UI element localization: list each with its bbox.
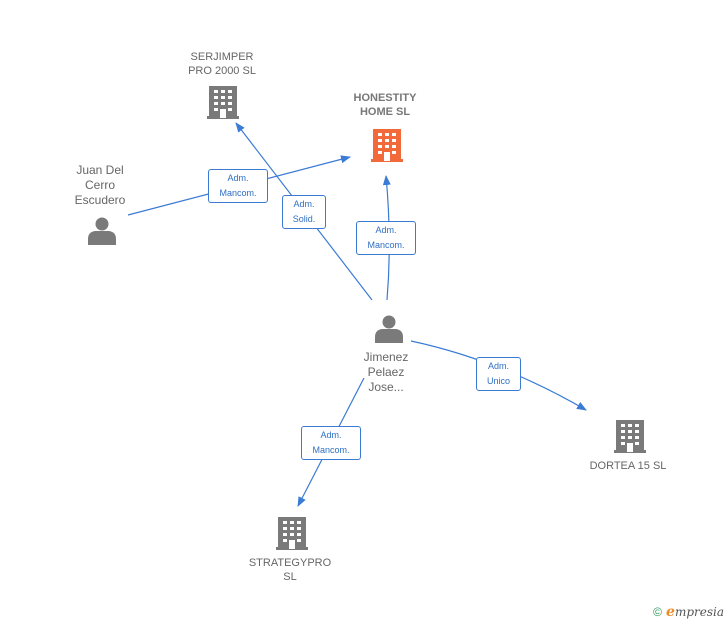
footer-brand: © empresia — [653, 604, 724, 620]
person-icon[interactable] — [88, 217, 116, 246]
person-icon[interactable] — [375, 315, 403, 344]
node-label-juan[interactable]: Juan Del Cerro Escudero — [74, 163, 126, 207]
edge-label-jimenez-serjimper: Adm. Solid. — [282, 195, 326, 229]
building-icon[interactable] — [276, 517, 308, 550]
copyright-icon: © — [653, 605, 663, 619]
node-label-serjimper[interactable]: SERJIMPER PRO 2000 SL — [188, 51, 256, 77]
building-icon[interactable] — [614, 420, 646, 453]
node-label-jimenez[interactable]: Jimenez Pelaez Jose... — [363, 350, 409, 394]
edge-label-jimenez-dortea: Adm. Unico — [476, 357, 521, 391]
edge-label-juan-honestity: Adm. Mancom. — [208, 169, 268, 203]
building-icon-highlighted[interactable] — [371, 129, 403, 162]
node-label-dortea[interactable]: DORTEA 15 SL — [589, 460, 667, 472]
brand-logo: empresia — [666, 604, 724, 620]
node-label-honestity[interactable]: HONESTITY HOME SL — [353, 92, 417, 118]
edge-label-jimenez-strategypro: Adm. Mancom. — [301, 426, 361, 460]
node-label-strategypro[interactable]: STRATEGYPRO SL — [248, 557, 332, 583]
edge-label-jimenez-honestity: Adm. Mancom. — [356, 221, 416, 255]
building-icon[interactable] — [207, 86, 239, 119]
